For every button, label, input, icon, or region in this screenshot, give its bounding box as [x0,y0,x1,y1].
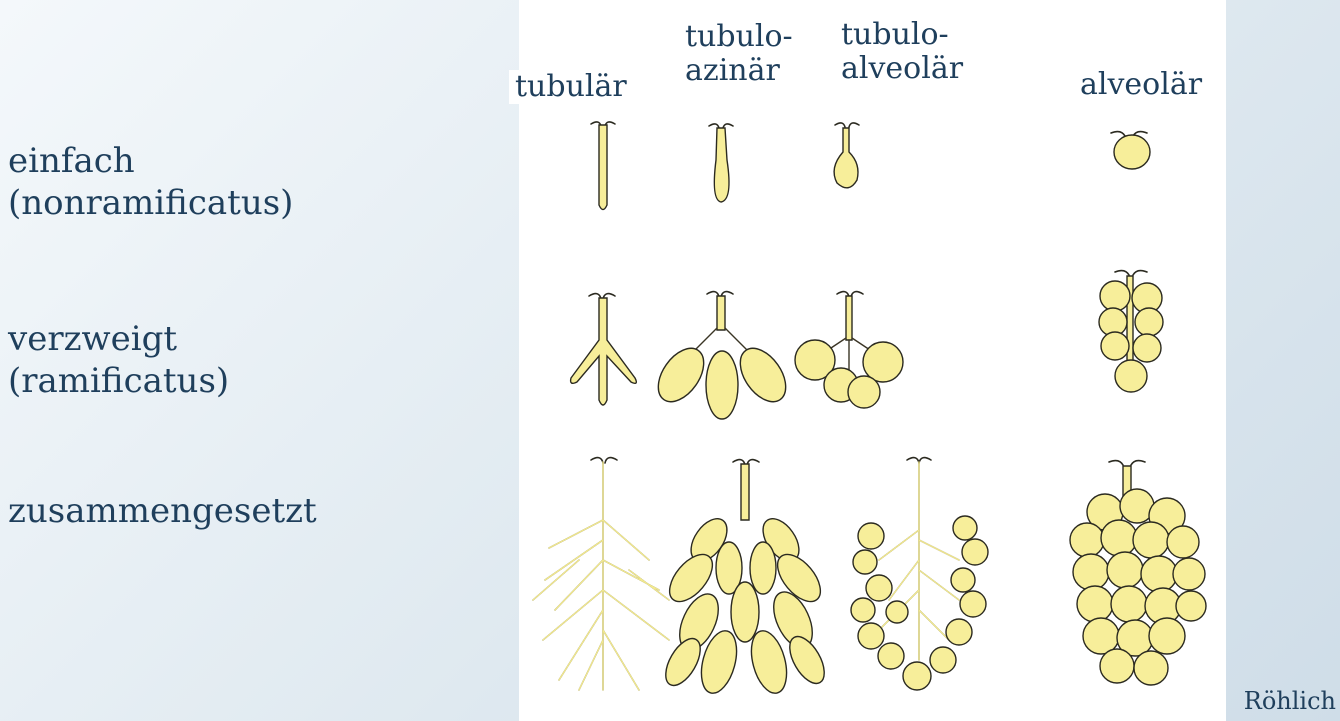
gland-compound-tubular [533,458,669,690]
column-header-tubuloalveolar-line2: alveolär [841,51,963,86]
gland-branched-tubular [571,294,637,405]
gland-diagram-panel: tubulär tubulo- azinär tubulo- alveolär … [519,0,1226,721]
row-label-simple-line2: (nonramificatus) [8,183,293,223]
row-label-simple-line1: einfach [8,141,135,181]
column-header-tubuloacinar-line1: tubulo- [685,19,793,54]
row-label-branched: verzweigt (ramificatus) [8,318,229,402]
row-label-branched-line2: (ramificatus) [8,361,229,401]
gland-simple-tubuloalveolar [834,123,859,188]
column-header-tubuloalveolar-line1: tubulo- [841,17,949,52]
gland-simple-tubular [591,122,615,210]
gland-simple-alveolar [1111,132,1150,169]
gland-compound-tubuloalveolar [851,458,988,690]
gland-compound-alveolar [1070,461,1206,685]
image-credit: Röhlich [1244,687,1336,715]
column-header-tubular-text: tubulär [515,69,627,104]
gland-branched-tubuloalveolar [795,292,903,408]
column-header-tubuloacinar: tubulo- azinär [679,20,799,104]
row-label-compound-text: zusammengesetzt [8,491,317,531]
column-header-tubuloacinar-line2: azinär [685,53,780,88]
row-label-branched-line1: verzweigt [8,319,177,359]
row-label-compound: zusammengesetzt [8,490,317,532]
column-header-alveolar-text: alveolär [1080,67,1202,102]
column-header-tubuloalveolar: tubulo- alveolär [835,18,969,102]
gland-branched-alveolar [1099,271,1163,392]
gland-branched-tubuloacinar [649,292,795,419]
column-header-tubular: tubulär [509,70,633,104]
column-header-alveolar: alveolär [1074,68,1208,102]
gland-diagram [519,0,1226,721]
row-label-simple: einfach (nonramificatus) [8,140,293,224]
gland-compound-tubuloacinar [659,460,832,697]
gland-simple-tubuloacinar [709,124,733,202]
